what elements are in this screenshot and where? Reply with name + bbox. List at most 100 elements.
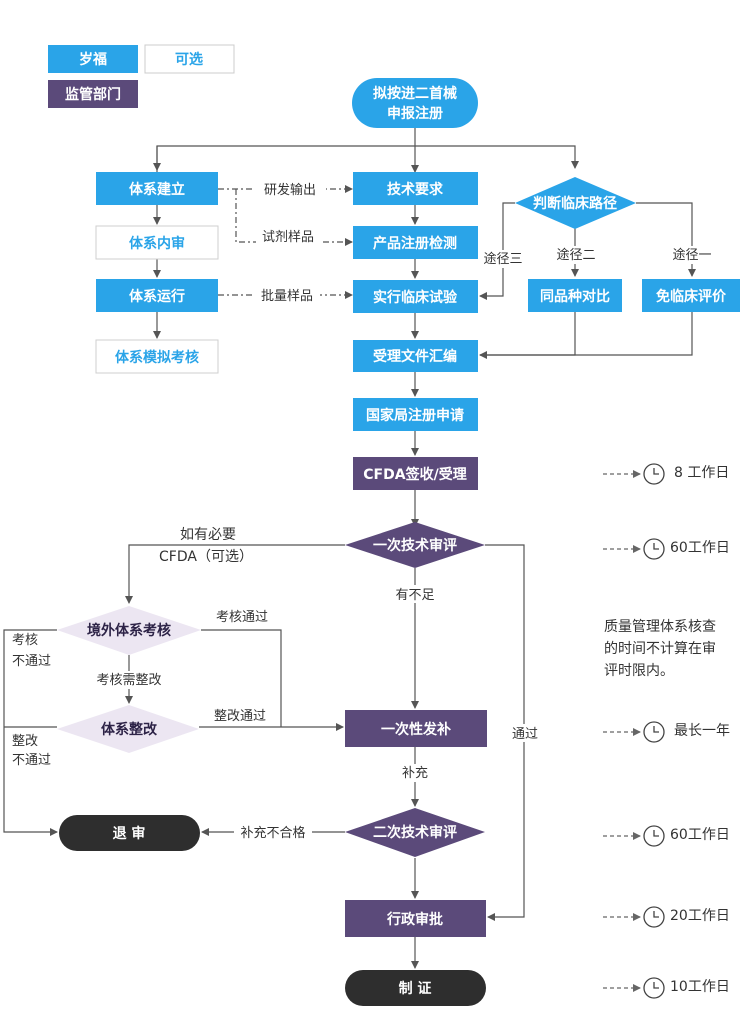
- node-start-line1: 拟按进二首械: [373, 85, 457, 102]
- edge-kaohe-tongguo: 考核通过: [216, 610, 268, 625]
- timeline-t5: 20工作日: [670, 908, 730, 924]
- timeline-t2: 60工作日: [670, 540, 730, 556]
- edge-yanfa-shuchu: 研发输出: [264, 182, 316, 198]
- edge-you-buzu: 有不足: [395, 588, 434, 603]
- edge-buchong: 补充: [402, 765, 428, 781]
- edge-zhenggai-tongguo: 整改通过: [214, 709, 266, 724]
- node-tixi-jianli: [96, 172, 218, 205]
- node-start: [352, 78, 478, 128]
- node-tuishen-label: 退 审: [113, 825, 146, 842]
- node-tixi-jianli-label: 体系建立: [129, 181, 185, 198]
- node-shouli-huibian-label: 受理文件汇编: [373, 348, 457, 365]
- node-tongpinzhong-label: 同品种对比: [540, 288, 610, 305]
- clock-icon: [643, 721, 665, 743]
- node-tixi-neishen-label: 体系内审: [129, 235, 185, 252]
- node-yici-fabu: [345, 710, 487, 747]
- node-tixi-neishen: [95, 225, 219, 260]
- edge-buchong-buhege: 补充不合格: [240, 825, 305, 841]
- node-yici-shenping-label: 一次技术审评: [373, 537, 457, 554]
- node-xingzheng-shenpi: [345, 900, 486, 937]
- timeline-t3: 最长一年: [674, 723, 730, 739]
- node-cfda-qianshou-label: CFDA签收/受理: [363, 466, 466, 483]
- regulator-steps: CFDA签收/受理 一次技术审评 境外体系考核 体系整改 一次性发补 二次技术审…: [57, 457, 487, 1006]
- legend-blue-box: [48, 45, 138, 73]
- clock-icon: [643, 463, 665, 485]
- legend: 岁福 可选 监管部门: [48, 44, 235, 108]
- node-tixi-zhenggai: [57, 705, 199, 753]
- timeline-item-4: 60工作日: [603, 825, 730, 847]
- legend-white-box: [144, 44, 235, 74]
- edge-tujing-san: 途径三: [483, 251, 522, 267]
- edge-kaohe-xu-zhenggai: 考核需整改: [96, 673, 161, 688]
- node-chanpin-jiance: [353, 226, 478, 259]
- edge-tujing-yi: 途径一: [672, 247, 711, 263]
- company-steps: 拟按进二首械 申报注册 体系建立 体系内审 体系运行 体系模拟考核 技术要求 产…: [95, 78, 740, 431]
- edge-piliang-yangpin: 批量样品: [261, 289, 313, 304]
- node-guojiaju-shenqing: [353, 398, 478, 431]
- node-erci-shenping-label: 二次技术审评: [373, 824, 457, 841]
- node-tixi-moni: [95, 339, 219, 374]
- edge-shiji-yangpin: 试剂样品: [262, 230, 314, 245]
- edge-labels: 研发输出 试剂样品 批量样品 途径三 途径二 途径一 如有必要 CFDA（可选）…: [12, 180, 716, 841]
- edge-bu-tongguo-1: 不通过: [12, 654, 51, 669]
- edge-cfda-kexuan: CFDA（可选）: [159, 549, 253, 565]
- node-tongpinzhong: [528, 279, 622, 312]
- timeline-t4: 60工作日: [670, 827, 730, 843]
- timeline-item-1: 8 工作日: [603, 463, 729, 485]
- clock-icon: [643, 825, 665, 847]
- timeline-item-2: 60工作日: [603, 538, 730, 560]
- timeline-note-line2: 的时间不计算在审: [604, 641, 716, 657]
- node-linchuang-shiyan: [353, 280, 478, 313]
- clock-icon: [643, 977, 665, 999]
- node-jishu-yaoqiu-label: 技术要求: [387, 181, 444, 198]
- node-tixi-moni-label: 体系模拟考核: [115, 349, 199, 366]
- node-tixi-yunxing-label: 体系运行: [129, 288, 185, 305]
- node-yici-shenping: [345, 522, 485, 568]
- connectors: [3, 128, 696, 969]
- node-tixi-zhenggai-label: 体系整改: [101, 721, 158, 738]
- node-panduan-lujing: [515, 177, 636, 229]
- edge-kaohe: 考核: [12, 633, 38, 648]
- node-cfda-qianshou: [353, 457, 478, 490]
- legend-purple-box: [48, 80, 138, 108]
- timeline-item-3: 最长一年: [603, 721, 730, 743]
- timeline-t6: 10工作日: [670, 979, 730, 995]
- node-zhizheng-label: 制 证: [399, 980, 432, 997]
- edge-bu-tongguo-2: 不通过: [12, 753, 51, 768]
- timeline-note-line3: 评时限内。: [604, 663, 674, 679]
- timeline-t1: 8 工作日: [674, 465, 729, 481]
- timeline: 8 工作日 60工作日 质量管理体系核查 的时间不计算在审 评时限内。 最长一年: [603, 463, 730, 999]
- node-guojiaju-shenqing-label: 国家局注册申请: [366, 407, 464, 424]
- node-tixi-yunxing: [96, 279, 218, 312]
- timeline-item-6: 10工作日: [603, 977, 730, 999]
- legend-blue-label: 岁福: [79, 51, 107, 68]
- node-panduan-lujing-label: 判断临床路径: [533, 195, 617, 212]
- legend-white-label: 可选: [175, 51, 203, 68]
- clock-icon: [643, 538, 665, 560]
- edge-zhenggai: 整改: [12, 734, 38, 749]
- node-xingzheng-shenpi-label: 行政审批: [386, 911, 443, 928]
- timeline-note: 质量管理体系核查 的时间不计算在审 评时限内。: [604, 619, 716, 679]
- node-shouli-huibian: [353, 340, 478, 372]
- node-zhizheng: [345, 970, 486, 1006]
- timeline-item-5: 20工作日: [603, 906, 730, 928]
- node-tuishen: [59, 815, 200, 851]
- node-jingwai-kaohe: [57, 606, 201, 655]
- node-erci-shenping: [345, 808, 485, 857]
- node-mian-linchuang-label: 免临床评价: [656, 288, 727, 305]
- node-linchuang-shiyan-label: 实行临床试验: [373, 289, 458, 306]
- node-start-line2: 申报注册: [387, 105, 443, 122]
- timeline-note-line1: 质量管理体系核查: [604, 619, 716, 635]
- edge-tujing-er: 途径二: [556, 247, 595, 263]
- node-jishu-yaoqiu: [353, 172, 478, 205]
- legend-purple-label: 监管部门: [65, 86, 121, 103]
- node-chanpin-jiance-label: 产品注册检测: [373, 235, 457, 252]
- node-jingwai-kaohe-label: 境外体系考核: [87, 622, 171, 639]
- node-mian-linchuang: [642, 279, 740, 312]
- edge-tongguo: 通过: [512, 727, 538, 742]
- clock-icon: [643, 906, 665, 928]
- node-yici-fabu-label: 一次性发补: [381, 721, 451, 738]
- edge-ruyou-biyao: 如有必要: [180, 527, 236, 543]
